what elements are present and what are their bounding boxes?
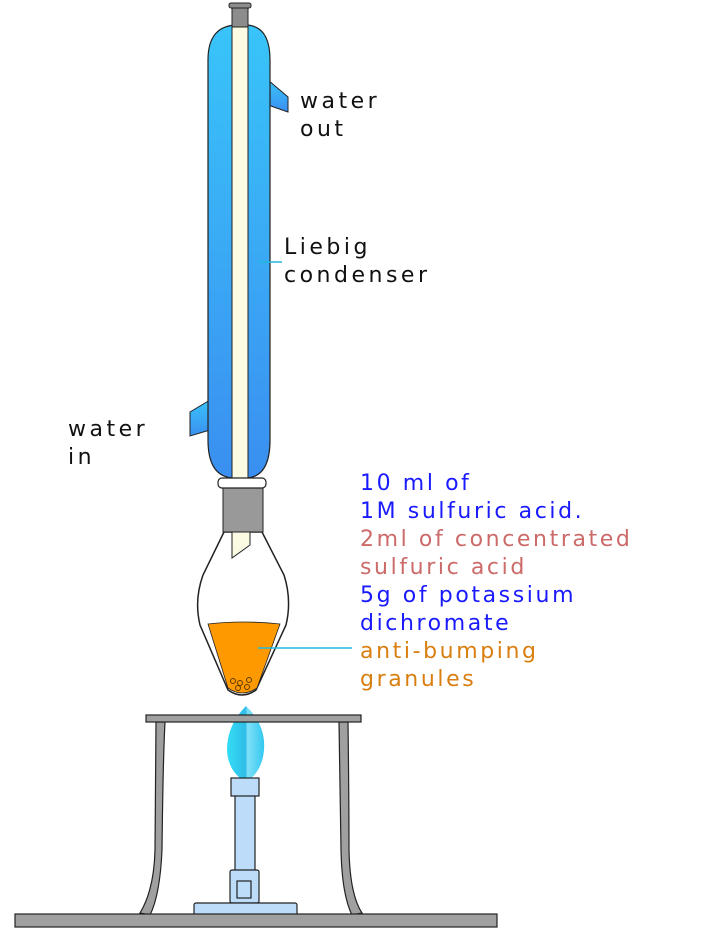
water-in-label: water in — [68, 416, 148, 472]
label-line: 5g of potassium — [360, 583, 577, 608]
flame — [227, 706, 265, 782]
contents-label: 10 ml of 1M sulfuric acid. 2ml of concen… — [360, 470, 632, 694]
burner-column — [234, 794, 256, 872]
label-line: anti-bumping — [360, 639, 539, 664]
bench — [14, 913, 498, 928]
water-in-nozzle — [189, 399, 211, 437]
label-line: 10 ml of — [360, 471, 472, 496]
neck-ring — [217, 477, 267, 489]
pear-shaped-flask — [196, 477, 290, 696]
label-line: out — [300, 117, 347, 142]
bunsen-burner — [193, 777, 298, 917]
burner-top — [230, 777, 260, 797]
label-line: condenser — [284, 263, 431, 288]
water-out-nozzle — [267, 78, 289, 113]
air-hole — [236, 880, 252, 899]
reaction-mixture — [207, 621, 281, 694]
label-line: dichromate — [360, 611, 512, 636]
label-line: water — [300, 89, 381, 114]
inner-tube — [231, 25, 249, 497]
stopper — [222, 486, 264, 533]
label-line: granules — [360, 667, 477, 692]
anti-bumping-granules — [230, 677, 252, 691]
label-line: sulfuric acid — [360, 555, 527, 580]
water-out-label: water out — [300, 88, 380, 144]
tripod-leg-right — [338, 721, 363, 916]
tripod-stand — [139, 714, 363, 916]
label-line: 1M sulfuric acid. — [360, 499, 585, 524]
label-line: 2ml of concentrated — [360, 527, 633, 552]
label-line: Liebig — [284, 235, 371, 260]
label-line: in — [68, 445, 96, 470]
tripod-leg-left — [139, 721, 166, 916]
liebig-condenser — [189, 2, 289, 497]
tripod-top — [145, 714, 362, 723]
condenser-label: Liebig condenser — [284, 234, 430, 290]
label-line: water — [68, 417, 149, 442]
top-cap — [231, 6, 249, 28]
